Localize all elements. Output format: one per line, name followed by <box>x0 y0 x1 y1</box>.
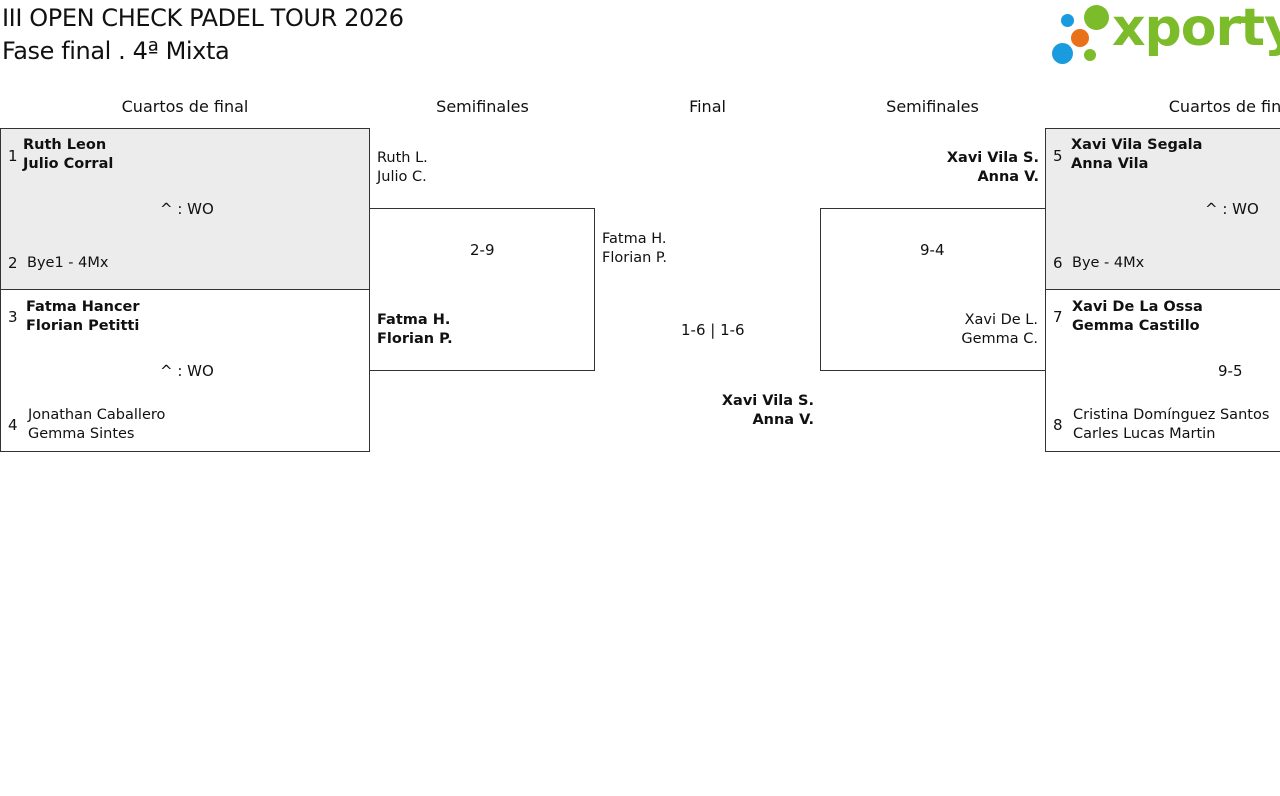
seed-number: 6 <box>1053 254 1063 272</box>
tournament-title: III OPEN CHECK PADEL TOUR 2026 <box>2 4 404 32</box>
logo-dot-green-small-icon <box>1084 49 1096 61</box>
qf-left-match-1[interactable]: 1 Ruth Leon Julio Corral ^ : WO 2 Bye1 -… <box>0 128 370 290</box>
team-name[interactable]: Xavi De L. Gemma C. <box>911 311 1038 349</box>
round-header-sf-right: Semifinales <box>886 97 979 116</box>
seed-number: 2 <box>8 254 18 272</box>
player-name: Jonathan Caballero <box>28 407 166 423</box>
qf-right-match-1[interactable]: 5 Xavi Vila Segala Anna Vila ^ : WO 6 By… <box>1045 128 1280 290</box>
team-name[interactable]: Bye1 - 4Mx <box>27 255 109 271</box>
player-name: Anna V. <box>977 169 1039 185</box>
player-name: Florian P. <box>602 250 668 266</box>
team-name[interactable]: Fatma Hancer Florian Petitti <box>26 298 140 336</box>
team-name[interactable]: Bye - 4Mx <box>1072 255 1145 271</box>
seed-number: 4 <box>8 416 18 434</box>
match-result: ^ : WO <box>160 362 214 380</box>
logo-wordmark: xporty <box>1112 0 1280 58</box>
player-name: Xavi Vila S. <box>946 150 1039 166</box>
seed-number: 7 <box>1053 308 1063 326</box>
player-name: Gemma Sintes <box>28 426 135 442</box>
sf-left-team-a[interactable]: Ruth L. Julio C. <box>377 149 428 187</box>
team-name[interactable]: Ruth Leon Julio Corral <box>23 136 113 174</box>
player-name: Gemma Castillo <box>1072 318 1200 334</box>
player-name: Ruth Leon <box>23 137 107 153</box>
player-name: Cristina Domínguez Santos <box>1073 407 1270 423</box>
round-header-final: Final <box>689 97 726 116</box>
final-result: 1-6 | 1-6 <box>681 321 745 339</box>
player-name: Florian Petitti <box>26 318 140 334</box>
player-name: Xavi Vila S. <box>721 393 814 409</box>
sf-right-match[interactable]: 9-4 Xavi De L. Gemma C. <box>820 208 1046 371</box>
xporty-logo[interactable]: xporty <box>1050 0 1280 68</box>
round-header-sf-left: Semifinales <box>436 97 529 116</box>
match-result: 2-9 <box>470 241 495 259</box>
round-header-qf-right: Cuartos de fin <box>1168 97 1280 116</box>
match-result: ^ : WO <box>160 200 214 218</box>
seed-number: 8 <box>1053 416 1063 434</box>
player-name: Xavi Vila Segala <box>1071 137 1203 153</box>
player-name: Anna Vila <box>1071 156 1149 172</box>
sf-left-match[interactable]: 2-9 Fatma H. Florian P. <box>369 208 595 371</box>
qf-right-match-2[interactable]: 7 Xavi De La Ossa Gemma Castillo 9-5 8 C… <box>1045 289 1280 452</box>
logo-dot-green-icon <box>1084 5 1109 30</box>
player-name: Julio Corral <box>23 156 114 172</box>
team-name[interactable]: Cristina Domínguez Santos Carles Lucas M… <box>1073 406 1269 444</box>
round-header-qf-left: Cuartos de final <box>121 97 249 116</box>
logo-dot-blue-large-icon <box>1052 43 1073 64</box>
player-name: Gemma C. <box>961 331 1038 347</box>
phase-subtitle: Fase final . 4ª Mixta <box>2 37 230 65</box>
player-name: Carles Lucas Martin <box>1073 426 1216 442</box>
final-team-a[interactable]: Fatma H. Florian P. <box>602 230 667 268</box>
team-name[interactable]: Xavi De La Ossa Gemma Castillo <box>1072 298 1203 336</box>
player-name: Florian P. <box>377 331 453 347</box>
match-result: ^ : WO <box>1205 200 1259 218</box>
final-team-b[interactable]: Xavi Vila S. Anna V. <box>700 392 814 430</box>
match-result: 9-5 <box>1218 362 1243 380</box>
logo-dot-blue-icon <box>1061 14 1074 27</box>
player-name: Fatma H. <box>602 231 667 247</box>
logo-dot-orange-icon <box>1071 29 1089 47</box>
player-name: Xavi De L. <box>964 312 1038 328</box>
seed-number: 3 <box>8 308 18 326</box>
player-name: Xavi De La Ossa <box>1072 299 1203 315</box>
team-name[interactable]: Xavi Vila Segala Anna Vila <box>1071 136 1202 174</box>
match-result: 9-4 <box>920 241 945 259</box>
seed-number: 5 <box>1053 147 1063 165</box>
qf-left-match-2[interactable]: 3 Fatma Hancer Florian Petitti ^ : WO 4 … <box>0 289 370 452</box>
player-name: Julio C. <box>377 169 427 185</box>
player-name: Anna V. <box>752 412 814 428</box>
player-name: Fatma Hancer <box>26 299 140 315</box>
team-name[interactable]: Jonathan Caballero Gemma Sintes <box>28 406 165 444</box>
player-name: Ruth L. <box>377 150 428 166</box>
seed-number: 1 <box>8 147 18 165</box>
team-name[interactable]: Fatma H. Florian P. <box>377 311 453 349</box>
sf-right-team-a[interactable]: Xavi Vila S. Anna V. <box>900 149 1039 187</box>
player-name: Fatma H. <box>377 312 451 328</box>
